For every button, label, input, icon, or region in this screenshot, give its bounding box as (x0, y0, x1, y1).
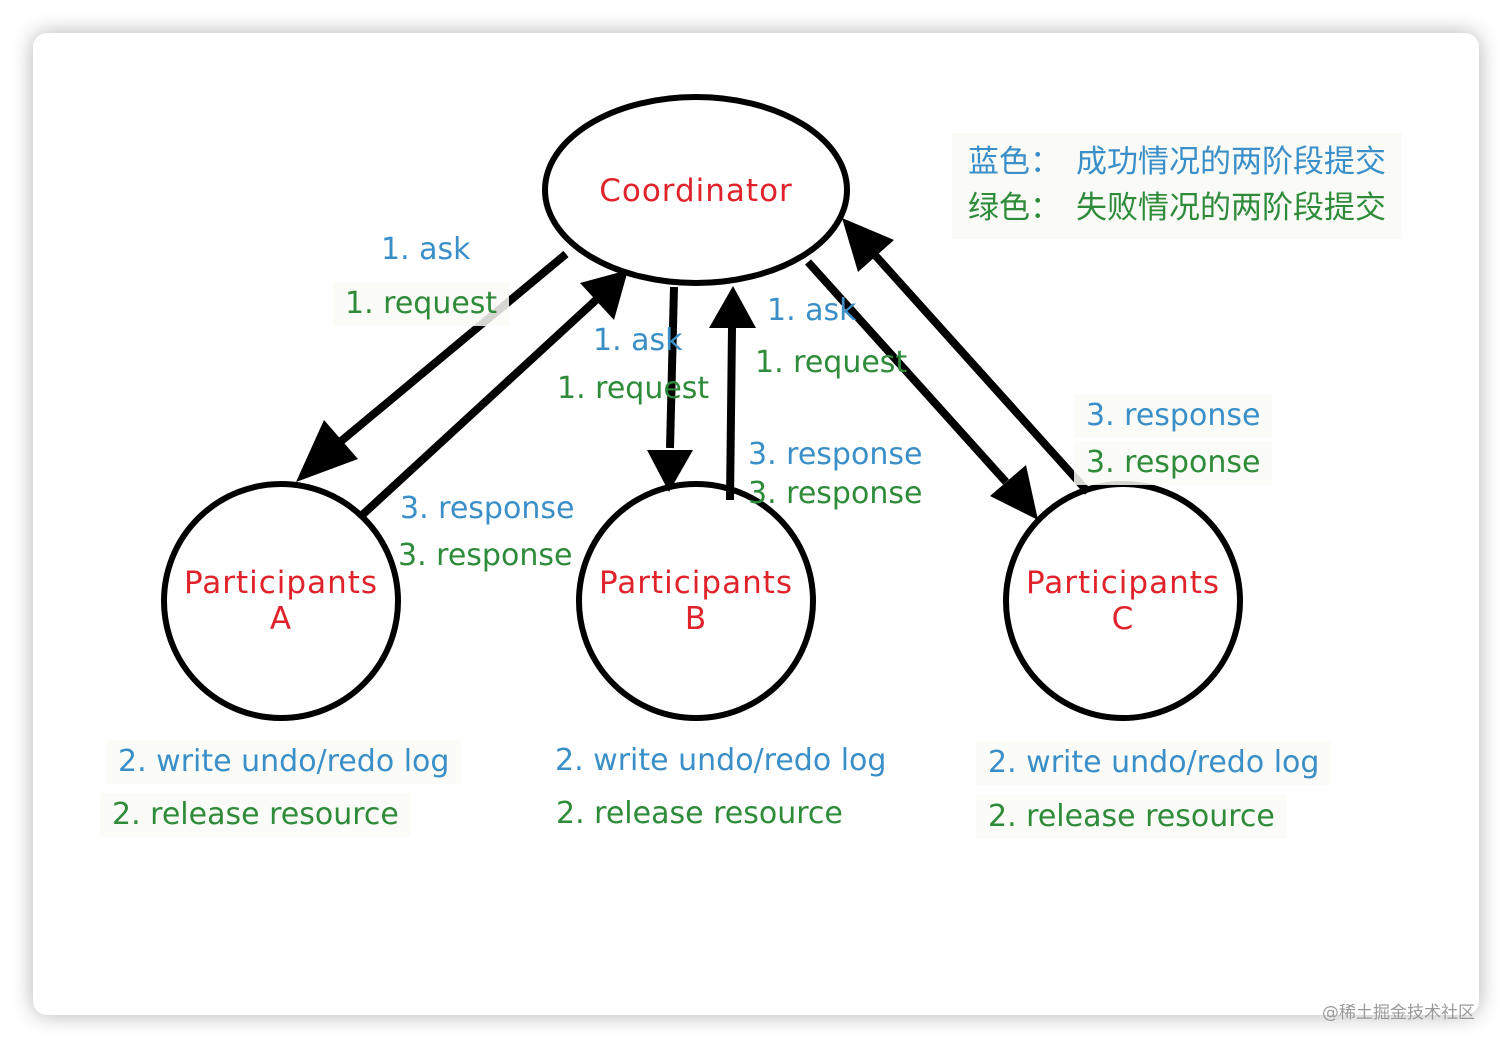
legend-blue-text: 成功情况的两阶段提交 (1076, 144, 1386, 180)
label-b-ask: 1. ask (593, 323, 683, 358)
legend: 蓝色： 成功情况的两阶段提交 绿色： 失败情况的两阶段提交 (952, 133, 1402, 239)
participant-a-line1: Participants (183, 565, 379, 601)
coordinator-label: Coordinator (546, 173, 846, 209)
label-a-response-green: 3. response (398, 538, 573, 573)
watermark: @稀土掘金技术社区 (1322, 1003, 1475, 1023)
arrow-c-to-coordinator (842, 218, 1091, 495)
participant-a-label: Participants A (166, 565, 396, 637)
participant-c-label: Participants C (1008, 565, 1238, 637)
legend-blue-row: 蓝色： 成功情况的两阶段提交 (968, 139, 1386, 185)
step-c-write: 2. write undo/redo log (976, 741, 1332, 785)
participant-a-line2: A (269, 601, 293, 637)
arrow-a-to-coordinator (357, 270, 628, 520)
arrow-coordinator-to-b (647, 286, 693, 492)
participant-c-line1: Participants (1025, 565, 1221, 601)
label-a-ask: 1. ask (381, 232, 471, 267)
participant-b-label: Participants B (581, 565, 811, 637)
legend-green-text: 失败情况的两阶段提交 (1076, 190, 1386, 226)
participant-b-line1: Participants (598, 565, 794, 601)
step-a-release: 2. release resource (100, 793, 411, 837)
legend-blue-key: 蓝色： (968, 144, 1061, 180)
participant-b-line2: B (684, 601, 708, 637)
arrow-coordinator-to-c (805, 259, 1038, 520)
step-b-write: 2. write undo/redo log (555, 743, 887, 778)
label-a-response-blue: 3. response (400, 491, 575, 526)
label-c-request: 1. request (755, 345, 908, 380)
coordinator-label-text: Coordinator (599, 173, 793, 209)
label-b-response-blue: 3. response (748, 437, 923, 472)
step-c-release: 2. release resource (976, 795, 1287, 839)
coordinator-node (542, 94, 850, 286)
participant-c-line2: C (1111, 601, 1135, 637)
label-b-request: 1. request (557, 371, 710, 406)
legend-green-key: 绿色： (968, 190, 1061, 226)
label-b-response-green: 3. response (748, 476, 923, 511)
step-a-write: 2. write undo/redo log (106, 740, 462, 784)
arrow-b-to-coordinator (709, 286, 756, 501)
legend-green-row: 绿色： 失败情况的两阶段提交 (968, 185, 1386, 231)
participant-b-node (576, 481, 816, 721)
label-c-ask: 1. ask (767, 293, 857, 328)
arrow-coordinator-to-a (296, 250, 569, 482)
label-c-response-blue: 3. response (1074, 394, 1273, 438)
participant-a-node (161, 481, 401, 721)
label-a-request: 1. request (333, 282, 510, 326)
step-b-release: 2. release resource (556, 796, 843, 831)
label-c-response-green: 3. response (1074, 441, 1273, 485)
